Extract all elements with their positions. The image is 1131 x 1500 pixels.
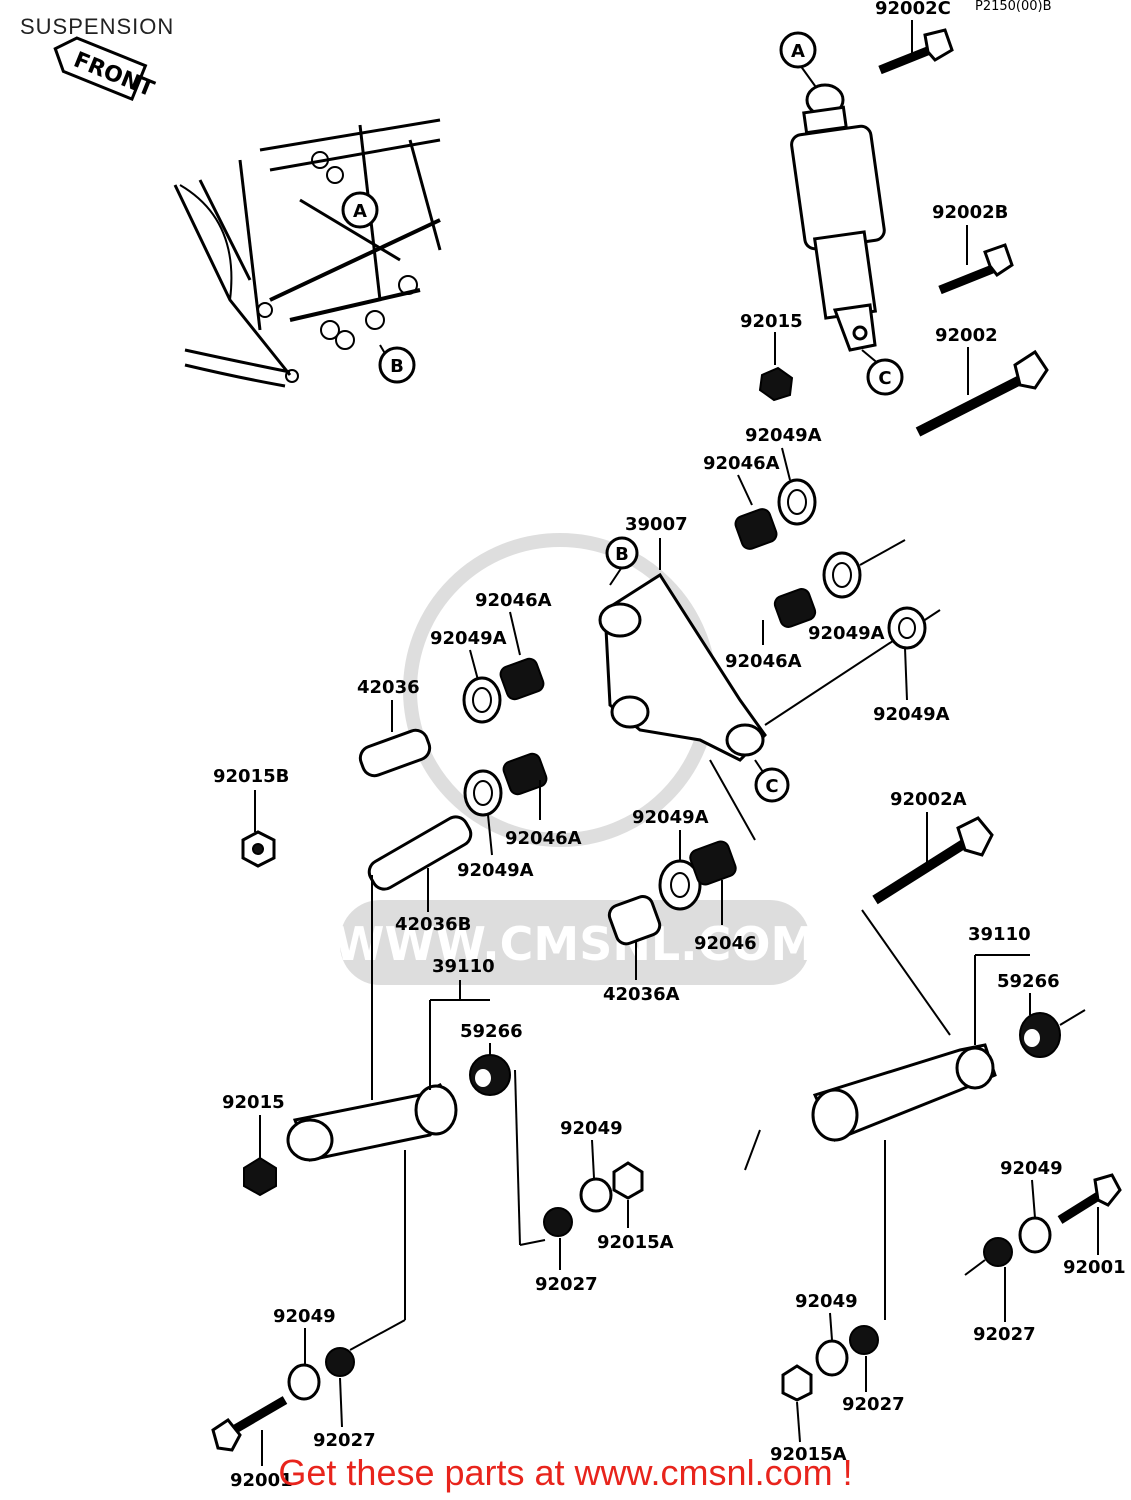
label-39007: 39007 [625,514,688,535]
bushing-59266-right [1019,1009,1086,1058]
washer-92049-bl [287,1363,321,1401]
tie-rod-39110-right [744,954,1030,1320]
label-92049-br: 92049 [795,1291,858,1312]
watermark-text: WWW.CMSNL.COM [334,917,817,971]
spacer-92027-bl [325,1347,355,1377]
part-labels: 92002C 92002B 92015 92002 92049A 92046A … [213,0,1126,1491]
label-42036a: 42036A [603,984,680,1005]
svg-text:C: C [765,776,778,797]
seal-92049a-5 [463,769,503,817]
reference-code: P2150(00)B [975,0,1052,14]
washer-92049-mid [579,1177,613,1213]
collar-42036a [607,894,662,946]
seal-92049a-4 [462,676,502,724]
nut-92015-left [243,1156,277,1197]
label-92015a-mid: 92015A [597,1232,674,1253]
label-59266-right: 59266 [997,971,1060,992]
label-92049a-2: 92049A [808,623,885,644]
svg-text:B: B [390,356,404,377]
svg-text:A: A [791,41,805,62]
needle-bearing-92046a-4 [502,752,548,796]
label-92002b: 92002B [932,202,1008,223]
bolt-92002a [861,816,994,1036]
label-39110-left: 39110 [432,956,495,977]
rocker-arm-39007: B C [598,536,941,841]
footer-banner[interactable]: Get these parts at www.cmsnl.com ! [278,1452,853,1493]
label-39110-right: 39110 [968,924,1031,945]
label-42036b: 42036B [395,914,471,935]
frame-sketch [173,118,442,388]
svg-text:A: A [353,201,367,222]
needle-bearing-92046a-1 [734,508,778,550]
label-92001-right: 92001 [1063,1257,1126,1278]
bolt-92001-bl [211,1396,288,1452]
svg-text:B: B [615,544,629,565]
label-92049a-4: 92049A [430,628,507,649]
label-42036: 42036 [357,677,420,698]
spacer-92027-right [964,1237,1013,1276]
seal-92049a-2 [822,539,906,599]
label-92049-bl: 92049 [273,1306,336,1327]
needle-bearing-92046a-2 [773,588,817,628]
tie-rod-39110-left [286,875,490,1351]
bolt-92002 [915,349,1049,437]
label-92046a-4: 92046A [505,828,582,849]
label-92015-left: 92015 [222,1092,285,1113]
bushing-59266-left [469,1054,521,1246]
leader-lines [254,20,1099,1466]
rear-shock-absorber: A C [779,31,904,396]
watermark: WWW.CMSNL.COM [334,533,817,985]
seal-92049a-1 [777,478,817,526]
nut-92015a-mid [612,1161,644,1200]
label-92049-right: 92049 [1000,1158,1063,1179]
label-92046: 92046 [694,933,757,954]
needle-bearing-92046a-3 [499,657,545,701]
label-92027-mid: 92027 [535,1274,598,1295]
label-92046a-3: 92046A [475,590,552,611]
label-92046a-1: 92046A [703,453,780,474]
label-92027-bl: 92027 [313,1430,376,1451]
needle-bearing-92046 [689,840,737,886]
callout-a-frame: A [341,191,379,229]
label-92027-br: 92027 [842,1394,905,1415]
label-92049a-6: 92049A [632,807,709,828]
page-title: SUSPENSION [20,14,175,39]
label-92027-right: 92027 [973,1324,1036,1345]
seal-92049a-6 [658,859,702,911]
label-59266-left: 59266 [460,1021,523,1042]
callout-b-frame: B [378,344,416,384]
washer-92049-right [1018,1216,1052,1254]
label-92015b: 92015B [213,766,289,787]
bolt-92001-right [1057,1173,1122,1224]
nut-92015a-br [781,1364,813,1402]
bolt-92002b [938,243,1014,295]
label-92049a-1: 92049A [745,425,822,446]
nut-92015 [758,332,794,402]
label-92002a: 92002A [890,789,967,810]
front-arrow-icon: FRONT [53,36,157,102]
label-92046a-2: 92046A [725,651,802,672]
label-92002: 92002 [935,325,998,346]
label-92002c: 92002C [875,0,951,19]
bolt-92002c [878,28,954,75]
label-92049a-3: 92049A [873,704,950,725]
label-92001-bl: 92001 [230,1470,293,1491]
collar-42036 [358,728,432,778]
washer-92049-br [815,1339,849,1377]
svg-text:C: C [878,368,891,389]
label-92049a-5: 92049A [457,860,534,881]
collar-42036b [367,815,473,891]
spacer-92027-mid [519,1207,573,1246]
label-92049-mid: 92049 [560,1118,623,1139]
label-92015-top: 92015 [740,311,803,332]
nut-92015b [241,830,276,868]
spacer-92027-br [849,1325,879,1355]
label-92015a-br: 92015A [770,1444,847,1465]
seal-92049a-3 [887,606,927,650]
